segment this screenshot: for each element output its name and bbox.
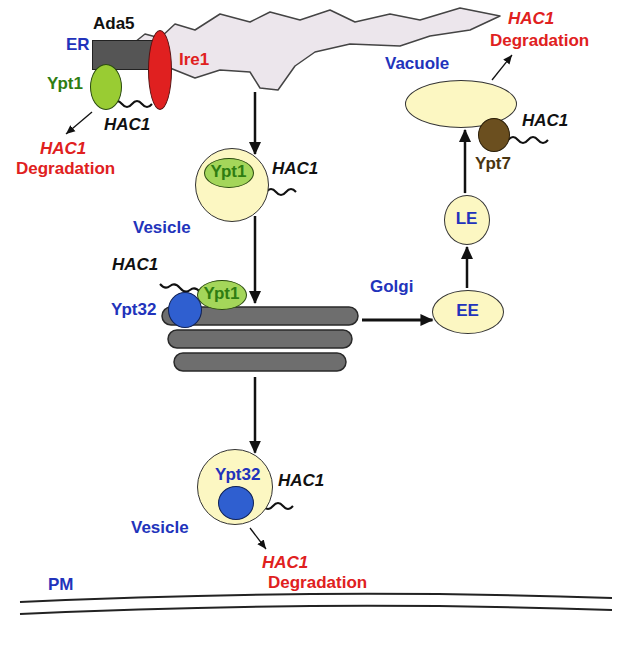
- node-label: EE: [456, 302, 479, 321]
- node-label: ER: [66, 36, 90, 55]
- ypt1-protein: Ypt1: [204, 158, 254, 188]
- node-label: Ypt32: [215, 466, 260, 485]
- ypt1-protein: Ypt1: [90, 64, 122, 110]
- compartment-label: PM: [48, 576, 74, 595]
- transport-arrow: [362, 319, 432, 322]
- hac1-mrna: [160, 284, 200, 292]
- vesicle: VesicleYpt32: [197, 449, 273, 525]
- hac1-mrna: [266, 189, 296, 195]
- early-endosome: EE: [432, 290, 504, 334]
- node-label: Golgi: [370, 278, 413, 297]
- node-label: Ypt1: [211, 163, 247, 182]
- plasma-membrane: [20, 606, 612, 614]
- mrna-label: Degradation: [268, 574, 367, 593]
- mrna-label: HAC1: [508, 10, 554, 29]
- node-label: Vesicle: [131, 519, 189, 538]
- plasma-membrane: [20, 594, 612, 602]
- transport-arrow: [254, 377, 257, 453]
- node-label: Ypt1: [204, 285, 240, 304]
- node-label: Ypt7: [475, 155, 511, 174]
- ypt7-protein: Ypt7: [478, 118, 510, 152]
- node-label: Vesicle: [133, 219, 191, 238]
- mrna-label: Degradation: [490, 32, 589, 51]
- transport-arrow: [254, 92, 257, 154]
- transport-arrow: [464, 130, 467, 193]
- transport-arrow: [466, 247, 469, 288]
- mrna-label: HAC1: [112, 256, 158, 275]
- node-label: Ypt1: [47, 75, 83, 94]
- mrna-label: HAC1: [522, 112, 568, 131]
- mrna-label: Degradation: [16, 160, 115, 179]
- degradation-arrow: [66, 112, 92, 134]
- ypt32-protein: Ypt32: [218, 486, 254, 520]
- vesicle: VesicleYpt1: [195, 148, 269, 222]
- node-label: Ada5: [93, 15, 135, 34]
- mrna-label: HAC1: [272, 160, 318, 179]
- ypt1-protein: Ypt1: [197, 280, 247, 310]
- transport-arrow: [254, 216, 257, 303]
- mrna-label: HAC1: [278, 472, 324, 491]
- ypt32-protein: Ypt32: [168, 292, 202, 328]
- hac1-mrna: [508, 137, 548, 143]
- degradation-arrow: [492, 55, 512, 80]
- node-label: Ire1: [179, 51, 209, 70]
- ire1-protein: Ire1: [148, 30, 172, 110]
- mrna-label: HAC1: [104, 116, 150, 135]
- late-endosome: LE: [444, 195, 490, 245]
- node-label: Ypt32: [111, 301, 156, 320]
- mrna-label: HAC1: [40, 140, 86, 159]
- node-label: Vacuole: [385, 55, 449, 74]
- node-label: LE: [456, 210, 478, 229]
- degradation-arrow: [250, 528, 266, 549]
- mrna-label: HAC1: [262, 554, 308, 573]
